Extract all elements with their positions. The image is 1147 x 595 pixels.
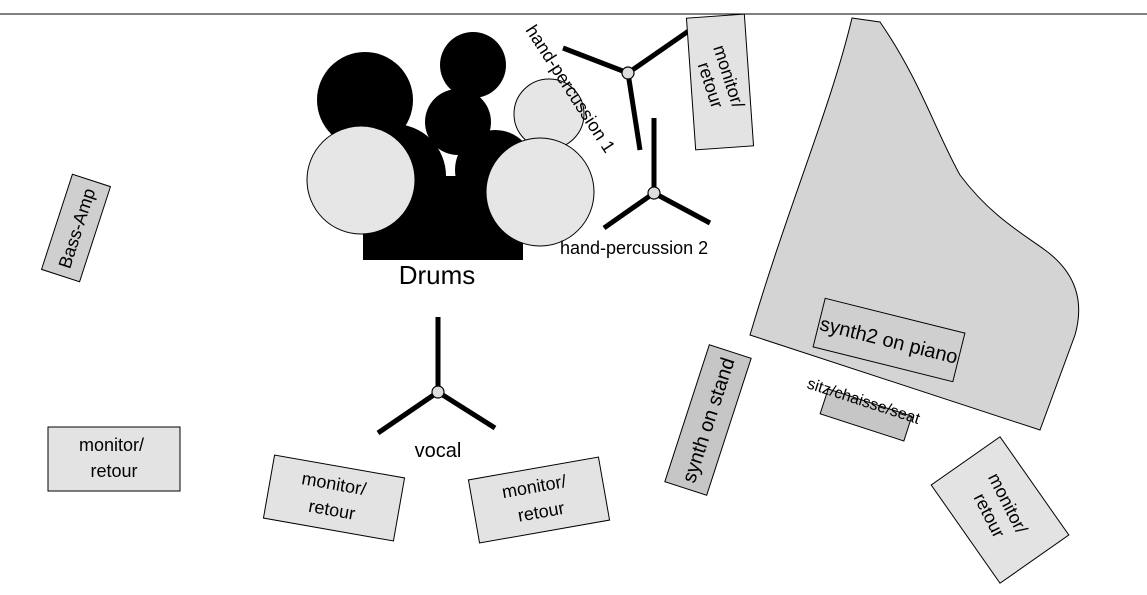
drums-label: Drums — [399, 260, 476, 290]
cymbal-left — [306, 125, 416, 235]
monitor-label-line2: retour — [90, 461, 137, 481]
drum-tom-top — [440, 32, 506, 98]
monitor-bottom-right: monitor/ retour — [930, 436, 1070, 584]
synth-on-stand: synth on stand — [664, 344, 752, 496]
cymbal-right — [485, 137, 595, 247]
mic-stand-vocal — [376, 317, 497, 436]
monitor-center-left: monitor/ retour — [262, 454, 406, 542]
drum-tom-left — [317, 52, 413, 148]
vocal-label: vocal — [415, 440, 462, 462]
monitor-center-right: monitor/ retour — [467, 456, 611, 544]
monitor-top: monitor/ retour — [685, 13, 755, 151]
drum-kit: Drums — [306, 32, 595, 290]
hand-percussion-2-label: hand-percussion 2 — [560, 238, 708, 258]
monitor-left: monitor/ retour — [47, 426, 181, 492]
svg-text:monitor/ retour: monitor/ retour — [79, 435, 149, 481]
seat — [819, 388, 913, 442]
mic-stand-hand-percussion-1 — [562, 27, 692, 151]
mic-stand-hub — [647, 186, 661, 200]
bass-amp: Bass-Amp — [40, 173, 112, 283]
mic-stand-hand-percussion-2 — [602, 118, 712, 231]
mic-stand-hub — [621, 66, 635, 80]
mic-stand-hub — [431, 385, 445, 399]
monitor-label-line1: monitor/ — [79, 435, 144, 455]
